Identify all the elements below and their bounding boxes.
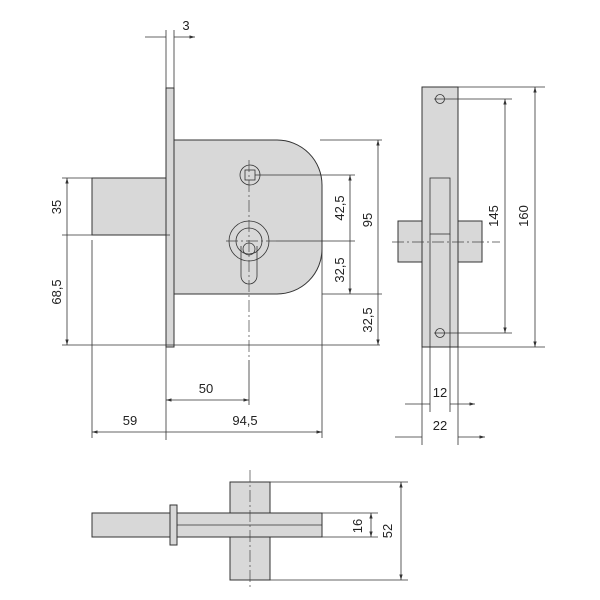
side-faceplate xyxy=(421,86,459,348)
front-view: 3 35 68,5 42,5 32,5 95 32,5 50 59 94,5 xyxy=(49,18,382,440)
faceplate xyxy=(165,87,175,348)
dim-bolt-throw: 59 xyxy=(123,413,137,428)
bottom-faceplate xyxy=(169,504,178,546)
dim-case-width: 94,5 xyxy=(232,413,257,428)
dim-bolt-height: 35 xyxy=(49,200,64,214)
dim-inner-width: 12 xyxy=(433,385,447,400)
dim-plate-width: 22 xyxy=(433,418,447,433)
dim-bolt-thickness: 16 xyxy=(350,519,365,533)
dim-hole-to-cylinder: 42,5 xyxy=(332,195,347,220)
dim-backset: 50 xyxy=(199,381,213,396)
bolt xyxy=(91,177,171,236)
dim-plate-height: 160 xyxy=(516,205,531,227)
dim-square-width: 52 xyxy=(380,524,395,538)
dim-hole-spacing: 145 xyxy=(486,205,501,227)
bottom-view: 16 52 xyxy=(91,470,408,590)
lock-case xyxy=(173,139,323,295)
side-view: 145 160 12 22 xyxy=(392,86,545,445)
dim-case-height: 95 xyxy=(360,213,375,227)
dim-case-to-plate-bottom: 32,5 xyxy=(360,307,375,332)
dim-faceplate: 3 xyxy=(182,18,189,33)
dim-cylinder-to-case-bottom: 32,5 xyxy=(332,257,347,282)
dim-bolt-to-bottom: 68,5 xyxy=(49,279,64,304)
